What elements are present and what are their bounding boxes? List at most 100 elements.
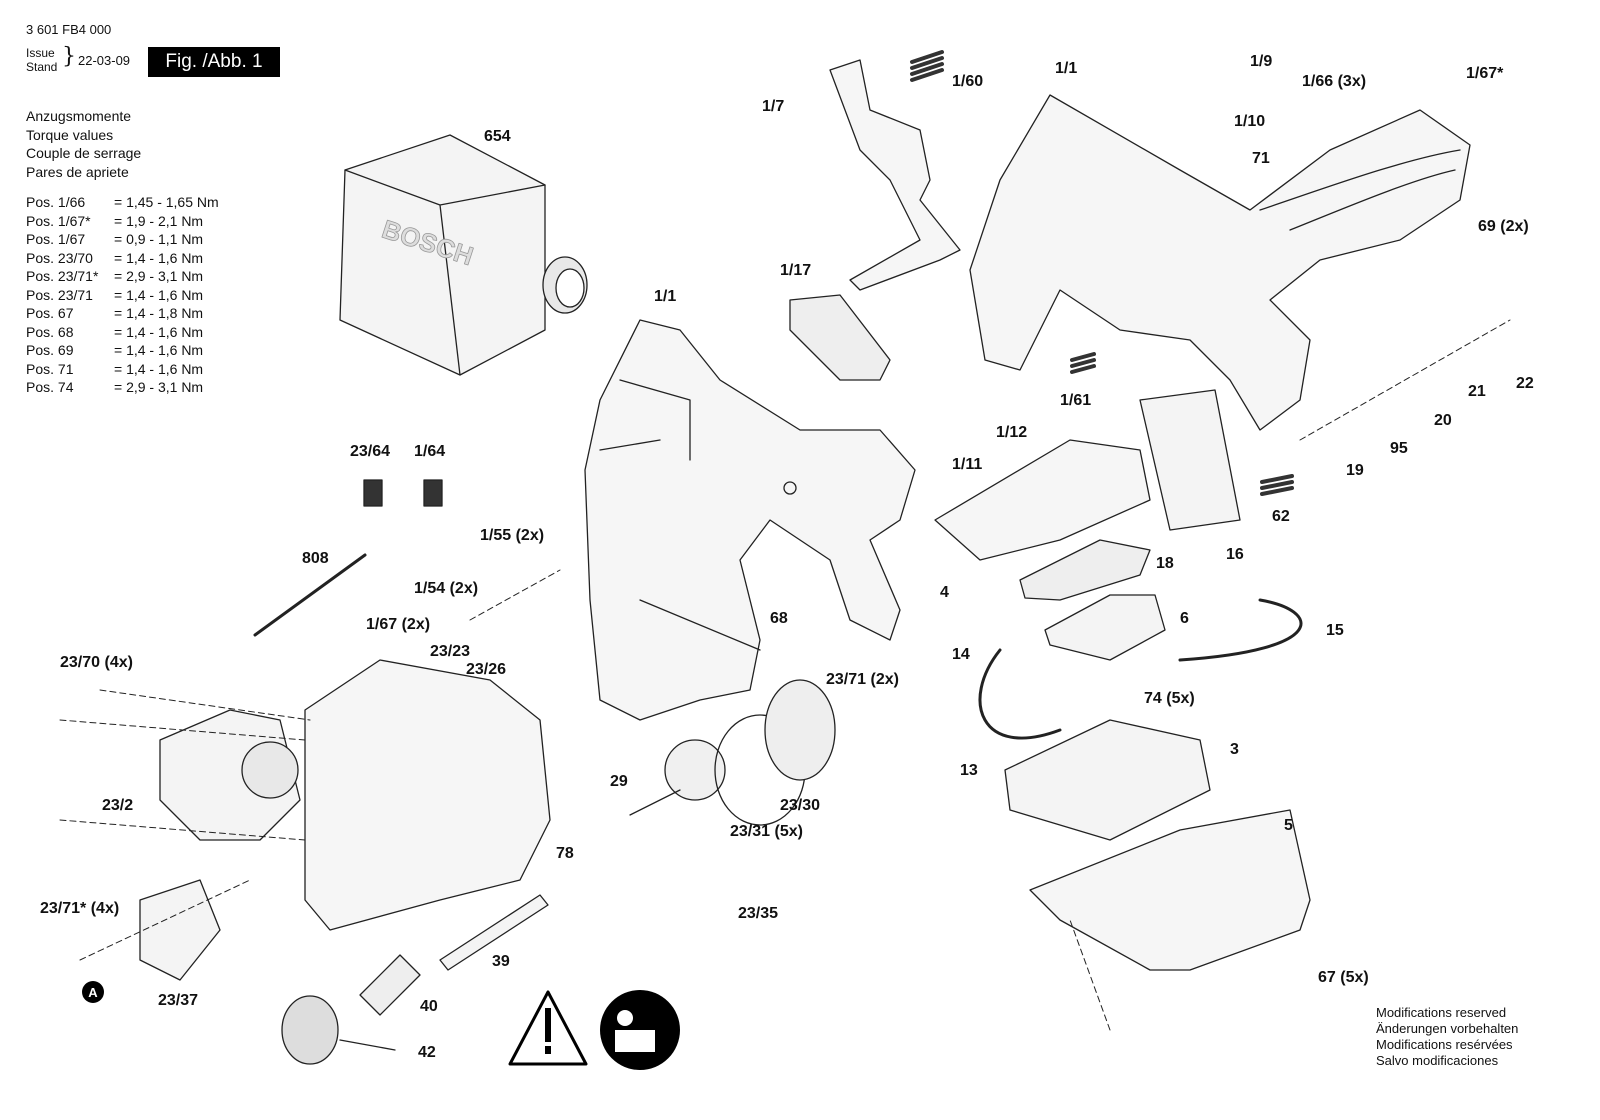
part-label-67: 67 (5x) (1318, 969, 1369, 986)
lever-part (829, 59, 961, 291)
torque-title-de: Anzugsmomente (26, 108, 132, 124)
part-label-1-55: 1/55 (2x) (480, 527, 545, 544)
spring-42 (281, 995, 396, 1065)
part-label-23-31: 23/31 (5x) (730, 823, 803, 840)
part-label-15: 15 (1326, 622, 1344, 639)
part-label-23-2: 23/2 (102, 797, 134, 814)
torque-row: Pos. 1/67= 0,9 - 1,1 Nm (26, 231, 204, 247)
part-label-23-71-4x: 23/71* (4x) (40, 900, 120, 917)
part-label-74: 74 (5x) (1144, 690, 1195, 707)
part-label-19: 19 (1346, 462, 1364, 479)
torque-row: Pos. 23/71*= 2,9 - 3,1 Nm (26, 268, 204, 284)
sleeve-40 (359, 954, 421, 1016)
main-housing-part (584, 319, 916, 721)
part-label-40: 40 (420, 998, 438, 1015)
part-label-16: 16 (1226, 546, 1244, 563)
doc-number: 3 601 FB4 000 (26, 22, 112, 37)
part-label-20: 20 (1434, 412, 1452, 429)
spring-1-64 (423, 479, 443, 507)
part-label-13: 13 (960, 762, 978, 779)
top-housing-part (969, 94, 1471, 431)
read-manual-icon (600, 990, 680, 1070)
part-label-1-12: 1/12 (996, 424, 1028, 441)
part-label-23-37: 23/37 (158, 992, 199, 1009)
part-label-21: 21 (1468, 383, 1486, 400)
mod-line-en: Modifications reserved (1376, 1005, 1507, 1020)
tray-5 (1029, 809, 1311, 971)
strip-808 (253, 553, 367, 637)
spring-1-61 (1070, 352, 1096, 374)
figure-badge: Fig. /Abb. 1 (148, 47, 280, 77)
part-label-23-26: 23/26 (466, 661, 507, 678)
fan-part (139, 879, 221, 981)
part-label-4: 4 (940, 584, 949, 601)
torque-row: Pos. 71= 1,4 - 1,6 Nm (26, 360, 204, 377)
mod-line-es: Salvo modificaciones (1376, 1053, 1499, 1068)
torque-row: Pos. 68= 1,4 - 1,6 Nm (26, 323, 204, 340)
torque-row: Pos. 74= 2,9 - 3,1 Nm (26, 379, 204, 395)
issue-label: Issue (26, 46, 55, 60)
part-label-1-7: 1/7 (762, 98, 785, 115)
part-label-95: 95 (1390, 440, 1408, 457)
torque-row: Pos. 1/66= 1,45 - 1,65 Nm (26, 194, 219, 210)
switch-part (789, 294, 891, 381)
motor-part (159, 709, 301, 841)
part-label-23-23: 23/23 (430, 643, 471, 660)
part-label-23-64: 23/64 (350, 443, 391, 460)
dust-box-part: BOSCH (339, 134, 588, 376)
torque-title-es: Pares de apriete (26, 163, 129, 180)
issue-date: 22-03-09 (78, 53, 131, 68)
cover-4 (934, 439, 1151, 561)
part-label-1-11: 1/11 (952, 456, 983, 473)
part-label-1-64: 1/64 (414, 443, 446, 460)
stand-label: Stand (26, 60, 58, 74)
part-label-808: 808 (302, 550, 329, 567)
part-label-1-1-top: 1/1 (1055, 60, 1078, 77)
part-label-29: 29 (610, 773, 628, 790)
part-label-1-61: 1/61 (1060, 392, 1092, 409)
torque-row: Pos. 67= 1,4 - 1,8 Nm (26, 305, 204, 321)
part-label-23-71-2x: 23/71 (2x) (826, 671, 899, 688)
part-label-6: 6 (1180, 610, 1189, 627)
part-label-71: 71 (1252, 150, 1270, 167)
part-label-22: 22 (1516, 375, 1534, 392)
part-label-68: 68 (770, 610, 788, 627)
torque-row: Pos. 69= 1,4 - 1,6 Nm (26, 342, 204, 358)
part-label-1-10: 1/10 (1234, 113, 1266, 130)
gear-part (629, 679, 836, 826)
part-6 (1044, 594, 1166, 661)
part-label-1-1-mid: 1/1 (654, 288, 677, 305)
electronics-3 (1004, 719, 1211, 841)
torque-table: Anzugsmomente Torque values Couple de se… (26, 107, 219, 397)
torque-title-en: Torque values (26, 126, 114, 143)
mod-line-fr: Modifications resérvées (1376, 1037, 1513, 1052)
mod-line-de: Änderungen vorbehalten (1376, 1021, 1519, 1036)
part-label-1-60: 1/60 (952, 73, 984, 90)
part-label-654: 654 (484, 128, 511, 145)
plate-16 (1139, 389, 1241, 531)
part-label-39: 39 (492, 953, 510, 970)
part-label-23-30: 23/30 (780, 797, 821, 814)
part-label-23-70: 23/70 (4x) (60, 654, 133, 671)
gear-housing-part (304, 659, 551, 931)
spring-23-64 (363, 479, 383, 507)
part-label-18: 18 (1156, 555, 1174, 572)
brace-glyph: } (62, 44, 76, 69)
part-label-14: 14 (952, 646, 970, 663)
spring-1-60 (910, 50, 944, 82)
part-label-1-66: 1/66 (3x) (1302, 73, 1367, 90)
warning-icon (508, 990, 588, 1066)
torque-title-fr: Couple de serrage (26, 145, 142, 161)
part-label-3: 3 (1230, 741, 1239, 758)
part-label-1-54: 1/54 (2x) (414, 580, 479, 597)
pin-39 (439, 894, 549, 971)
torque-row: Pos. 23/70= 1,4 - 1,6 Nm (26, 249, 204, 266)
part-label-5: 5 (1284, 817, 1293, 834)
part-label-1-17: 1/17 (780, 262, 812, 279)
torque-row: Pos. 1/67*= 1,9 - 2,1 Nm (26, 212, 204, 229)
cable-15 (1178, 598, 1303, 662)
part-label-62: 62 (1272, 508, 1290, 525)
spring-62 (1260, 474, 1294, 496)
